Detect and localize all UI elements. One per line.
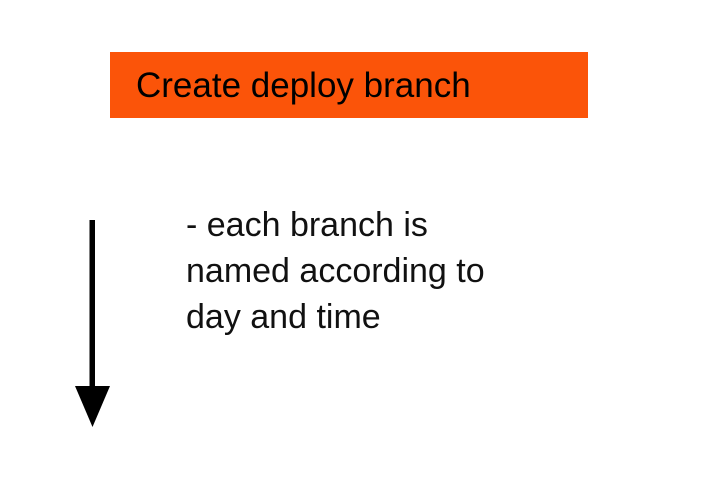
- body-text-block: - each branch is named according to day …: [186, 202, 586, 340]
- down-arrow-svg: [75, 220, 110, 427]
- body-line-2: named according to: [186, 252, 485, 290]
- down-arrow-icon: [70, 215, 116, 433]
- body-line-1: - each branch is: [186, 206, 428, 244]
- title-banner: Create deploy branch: [110, 52, 588, 118]
- page-title: Create deploy branch: [136, 65, 471, 105]
- body-line-3: day and time: [186, 298, 381, 336]
